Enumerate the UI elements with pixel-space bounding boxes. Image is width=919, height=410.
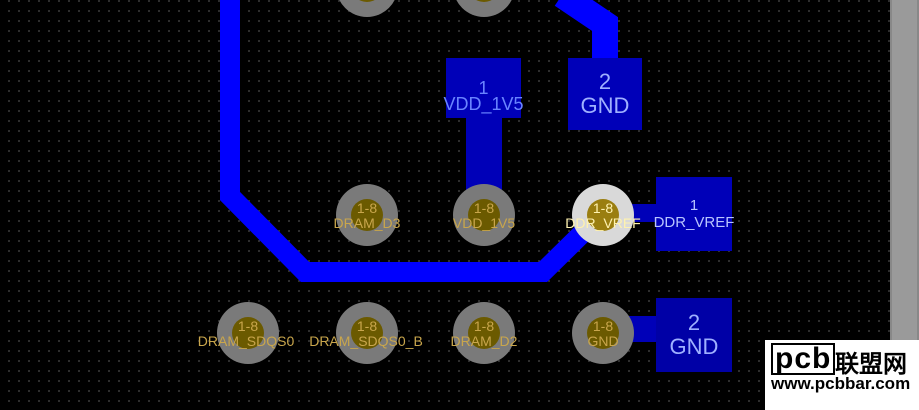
via-dram-sdqs0[interactable] bbox=[217, 302, 279, 364]
via-net-label: VDD_1V5 bbox=[452, 215, 516, 231]
via-number-label: 1-8 bbox=[592, 200, 614, 216]
pad-net-label: VDD_1V5 bbox=[443, 94, 524, 114]
watermark-cn-text: 联盟网 bbox=[835, 350, 907, 378]
pad-gnd-bottom[interactable]: 2 GND bbox=[656, 298, 732, 372]
pad-number: 1 bbox=[478, 78, 489, 98]
watermark: pcb 联盟网 www.pcbbar.com bbox=[765, 340, 919, 410]
via-net-label: DRAM_SDQS0 bbox=[197, 333, 295, 349]
pad-vdd-1v5[interactable]: 1 VDD_1V5 bbox=[443, 58, 524, 118]
via-dram-d2[interactable] bbox=[453, 302, 515, 364]
via-number-label: 1-8 bbox=[473, 318, 495, 334]
pad-net-label: GND bbox=[580, 93, 630, 118]
trace-gnd-top[interactable] bbox=[554, 0, 618, 70]
pad-net-label: GND bbox=[669, 334, 719, 359]
via-number-label: 1-8 bbox=[473, 200, 495, 216]
via-dram-d3[interactable] bbox=[336, 184, 398, 246]
pad-number: 2 bbox=[687, 310, 701, 335]
via-ddr-vref[interactable] bbox=[572, 184, 634, 246]
via-number-label: 1-8 bbox=[356, 318, 378, 334]
via-gnd[interactable] bbox=[572, 302, 634, 364]
pad-number: 2 bbox=[598, 69, 612, 94]
trace-ddr-vref[interactable] bbox=[220, 0, 611, 282]
via-vdd-1v5[interactable] bbox=[453, 184, 515, 246]
watermark-url: www.pcbbar.com bbox=[771, 374, 911, 393]
via-net-label: DRAM_D3 bbox=[333, 215, 401, 231]
via-dram-sdqs0-b[interactable] bbox=[336, 302, 398, 364]
pad-number: 1 bbox=[689, 197, 699, 214]
via-net-label: GND bbox=[587, 333, 619, 349]
pad-net-label: DDR_VREF bbox=[653, 214, 735, 231]
via-net-label: DRAM_D2 bbox=[450, 333, 518, 349]
via-top-2[interactable] bbox=[453, 0, 515, 17]
via-top-1[interactable] bbox=[336, 0, 398, 17]
pad-gnd-top[interactable]: 2 GND bbox=[568, 58, 642, 130]
via-net-label: DRAM_SDQS0_B bbox=[309, 333, 423, 349]
via-net-label: DDR_VREF bbox=[565, 215, 641, 231]
via-number-label: 1-8 bbox=[592, 318, 614, 334]
pad-ddr-vref[interactable]: 1 DDR_VREF bbox=[653, 177, 735, 251]
via-number-label: 1-8 bbox=[356, 200, 378, 216]
via-number-label: 1-8 bbox=[237, 318, 259, 334]
watermark-logo: pcb bbox=[771, 342, 836, 376]
